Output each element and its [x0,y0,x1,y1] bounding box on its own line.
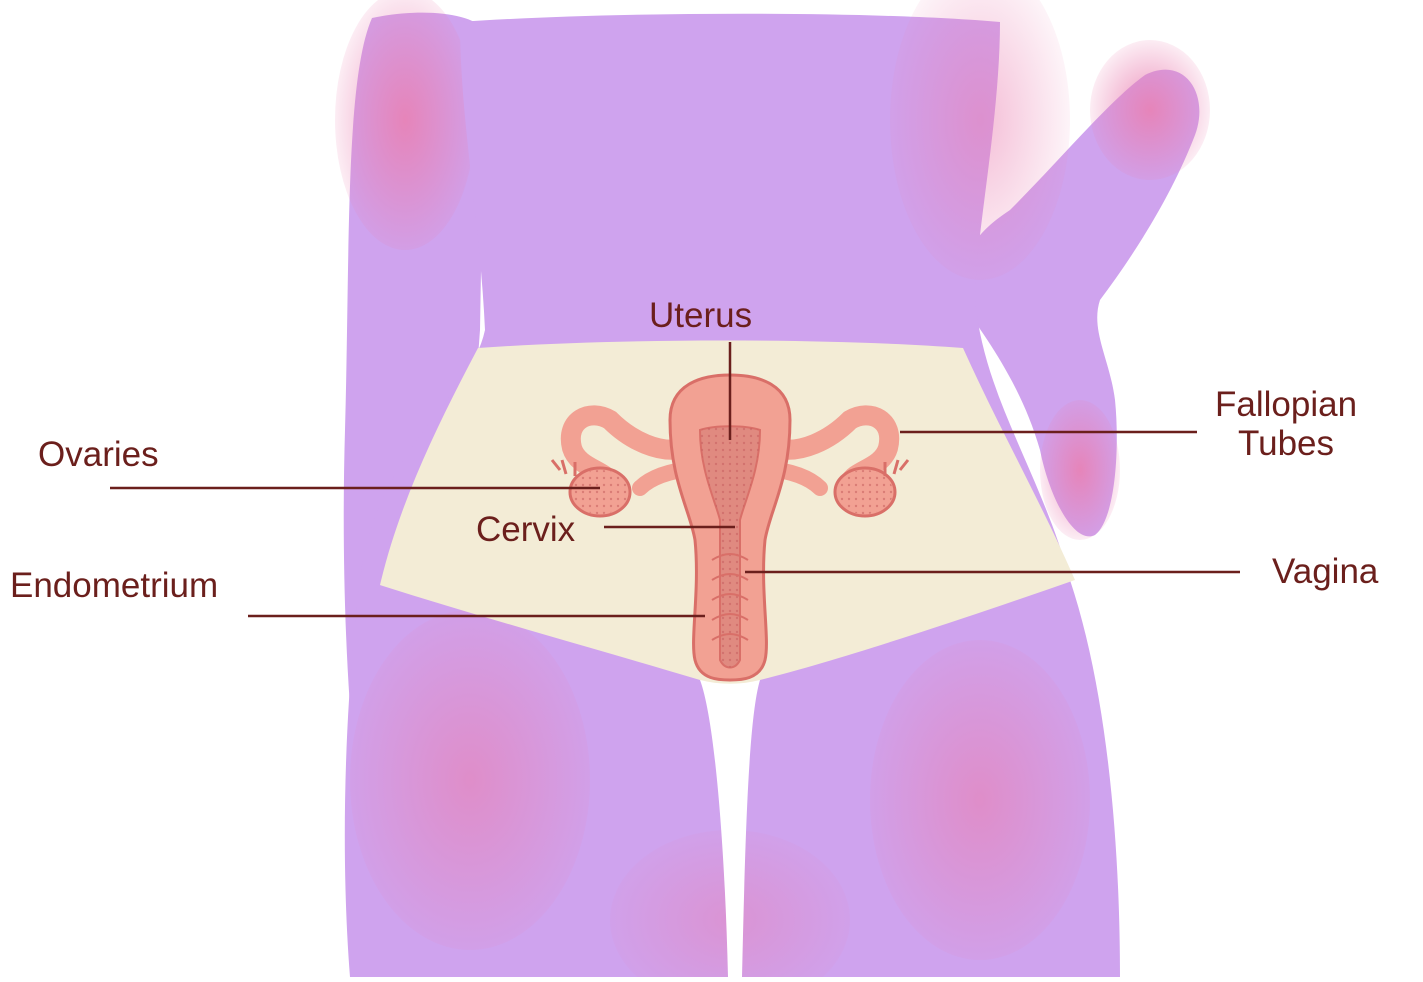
label-fallopian-line1: Fallopian [1215,385,1357,424]
label-uterus: Uterus [649,296,752,335]
right-arm-shade [1090,40,1210,180]
label-vagina: Vagina [1272,552,1378,591]
label-ovaries: Ovaries [38,435,159,474]
ovary-left-dots [572,470,628,514]
label-fallopian-line2: Tubes [1215,424,1357,463]
right-hand-shade [1040,400,1120,540]
label-endometrium: Endometrium [10,566,218,605]
label-cervix: Cervix [476,510,575,549]
left-arm-shade [335,0,475,250]
hip-shade-left [350,610,590,950]
label-fallopian-tubes: Fallopian Tubes [1215,385,1357,463]
hip-shade-right [870,640,1090,960]
ovary-right-dots [837,470,893,514]
